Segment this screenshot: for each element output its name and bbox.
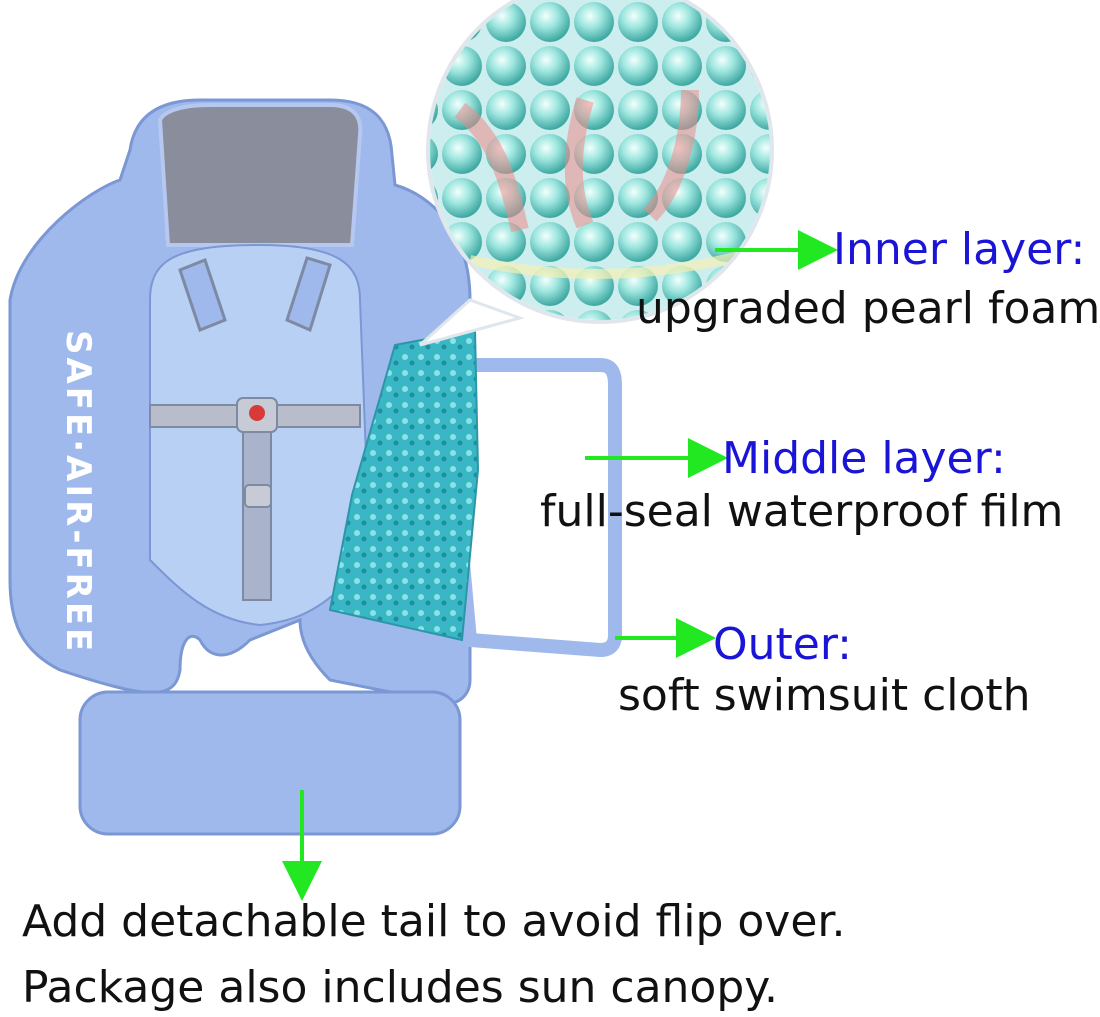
caption-canopy: Package also includes sun canopy. [22,962,779,1013]
outer-cloth-layer [437,358,622,658]
outer-layer-title: Outer: [713,619,852,670]
float-body [8,98,472,706]
caption-tail: Add detachable tail to avoid flip over. [22,896,846,947]
pearl-foam-zoom [418,0,774,347]
outer-layer-desc: soft swimsuit cloth [618,670,1031,721]
inner-layer-title: Inner layer: [833,224,1086,275]
middle-layer-desc: full-seal waterproof film [540,486,1064,537]
middle-layer-title: Middle layer: [722,433,1006,484]
inner-layer-desc: upgraded pearl foam [636,283,1100,334]
float-side-print: SAFE·AIR-FREE [58,330,98,655]
detachable-tail [78,690,462,836]
